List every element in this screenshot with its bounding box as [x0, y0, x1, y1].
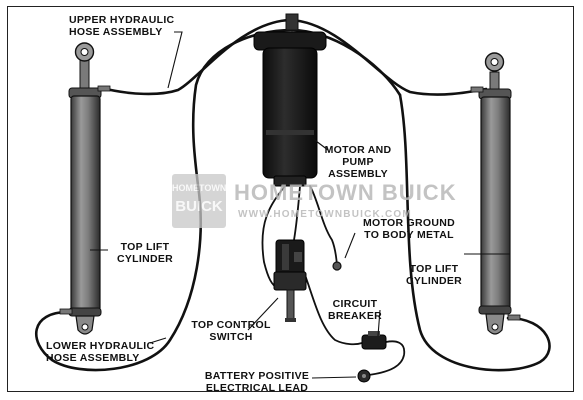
battery-lead-label: BATTERY POSITIVE ELECTRICAL LEAD: [204, 370, 310, 394]
circuit-breaker-label: CIRCUIT BREAKER: [327, 298, 383, 322]
motor-pump-label: MOTOR AND PUMP ASSEMBLY: [324, 144, 392, 180]
diagram-frame: [7, 6, 574, 392]
control-switch-label: TOP CONTROL SWITCH: [191, 319, 271, 343]
top-control-switch-drawing: [273, 239, 307, 322]
right-lift-cylinder-drawing: [470, 52, 521, 335]
battery-terminal-drawing: [357, 369, 371, 383]
large-loop-hose: [35, 93, 551, 372]
motor-ground-terminal: [332, 261, 342, 271]
watermark-url: WWW.HOMETOWNBUICK.COM: [238, 209, 412, 220]
motor-ground-label: MOTOR GROUND TO BODY METAL: [362, 217, 456, 241]
watermark-logo-top: HOMETOWN: [172, 183, 227, 193]
upper-hose-label: UPPER HYDRAULIC HOSE ASSEMBLY: [69, 14, 175, 38]
watermark-title: HOMETOWN BUICK: [234, 180, 457, 205]
motor-pump-drawing: [253, 13, 327, 187]
electrical-wiring: [261, 185, 406, 376]
left-lift-cylinder-drawing: [59, 42, 111, 335]
watermark-logo-bottom: BUICK: [175, 198, 223, 215]
lower-hose-label: LOWER HYDRAULIC HOSE ASSEMBLY: [46, 340, 155, 364]
leader-lines: [90, 31, 510, 379]
right-cylinder-label: TOP LIFT CYLINDER: [405, 263, 463, 287]
watermark-logo: HOMETOWN BUICK: [172, 174, 226, 228]
left-cylinder-label: TOP LIFT CYLINDER: [116, 241, 174, 265]
circuit-breaker-drawing: [361, 331, 387, 350]
